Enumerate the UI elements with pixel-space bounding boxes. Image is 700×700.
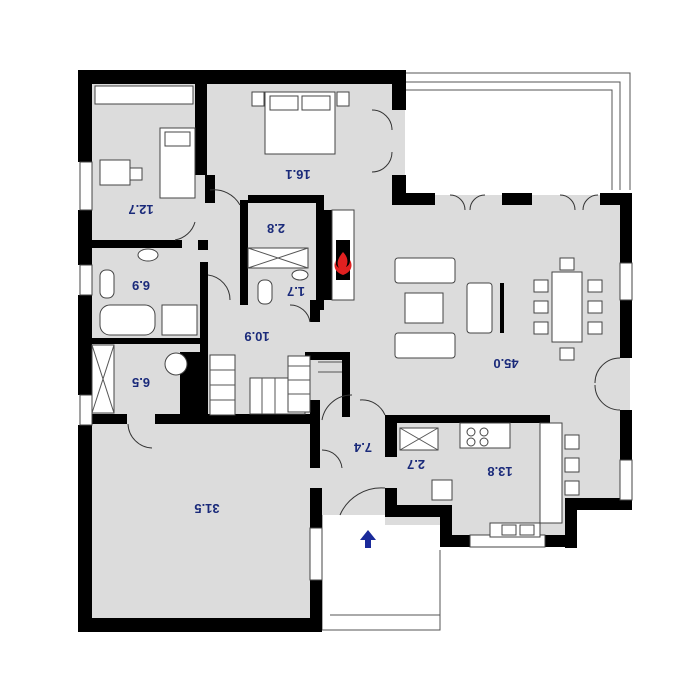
room-labels: 12.7 16.1 2.8 6.9 1.7 10.9 6.5 45.0 7.4 … — [128, 167, 518, 516]
room-area-pantry: 2.7 — [407, 457, 425, 472]
dining-table — [551, 271, 583, 343]
windows — [79, 85, 633, 581]
sofa-bottom — [394, 332, 456, 359]
floor-area — [80, 72, 630, 630]
sofa-top — [394, 257, 456, 284]
room-area-closet: 2.8 — [267, 221, 285, 236]
armchair — [466, 282, 493, 334]
room-area-laundry: 6.5 — [132, 375, 150, 390]
toilet — [99, 269, 115, 299]
room-area-bedroom-main: 16.1 — [285, 167, 310, 182]
room-area-bathroom: 6.9 — [132, 278, 150, 293]
room-area-hall: 10.9 — [244, 329, 269, 344]
bathtub — [99, 304, 156, 336]
exterior-walls — [78, 70, 632, 632]
coffee-table — [404, 292, 444, 324]
room-area-bedroom-left: 12.7 — [128, 202, 153, 217]
shower — [161, 304, 198, 336]
room-area-vestibule: 7.4 — [353, 440, 372, 455]
room-area-kitchen: 13.8 — [487, 464, 512, 479]
room-area-wc: 1.7 — [287, 284, 305, 299]
room-area-garage: 31.5 — [194, 501, 219, 516]
porch-outline — [321, 510, 441, 631]
terrace-outline — [405, 72, 631, 190]
doors — [127, 109, 621, 516]
entrance-arrow-icon — [360, 530, 376, 548]
fireplace-flame-icon — [334, 252, 352, 275]
room-area-living: 45.0 — [493, 356, 518, 371]
furniture — [91, 91, 603, 538]
